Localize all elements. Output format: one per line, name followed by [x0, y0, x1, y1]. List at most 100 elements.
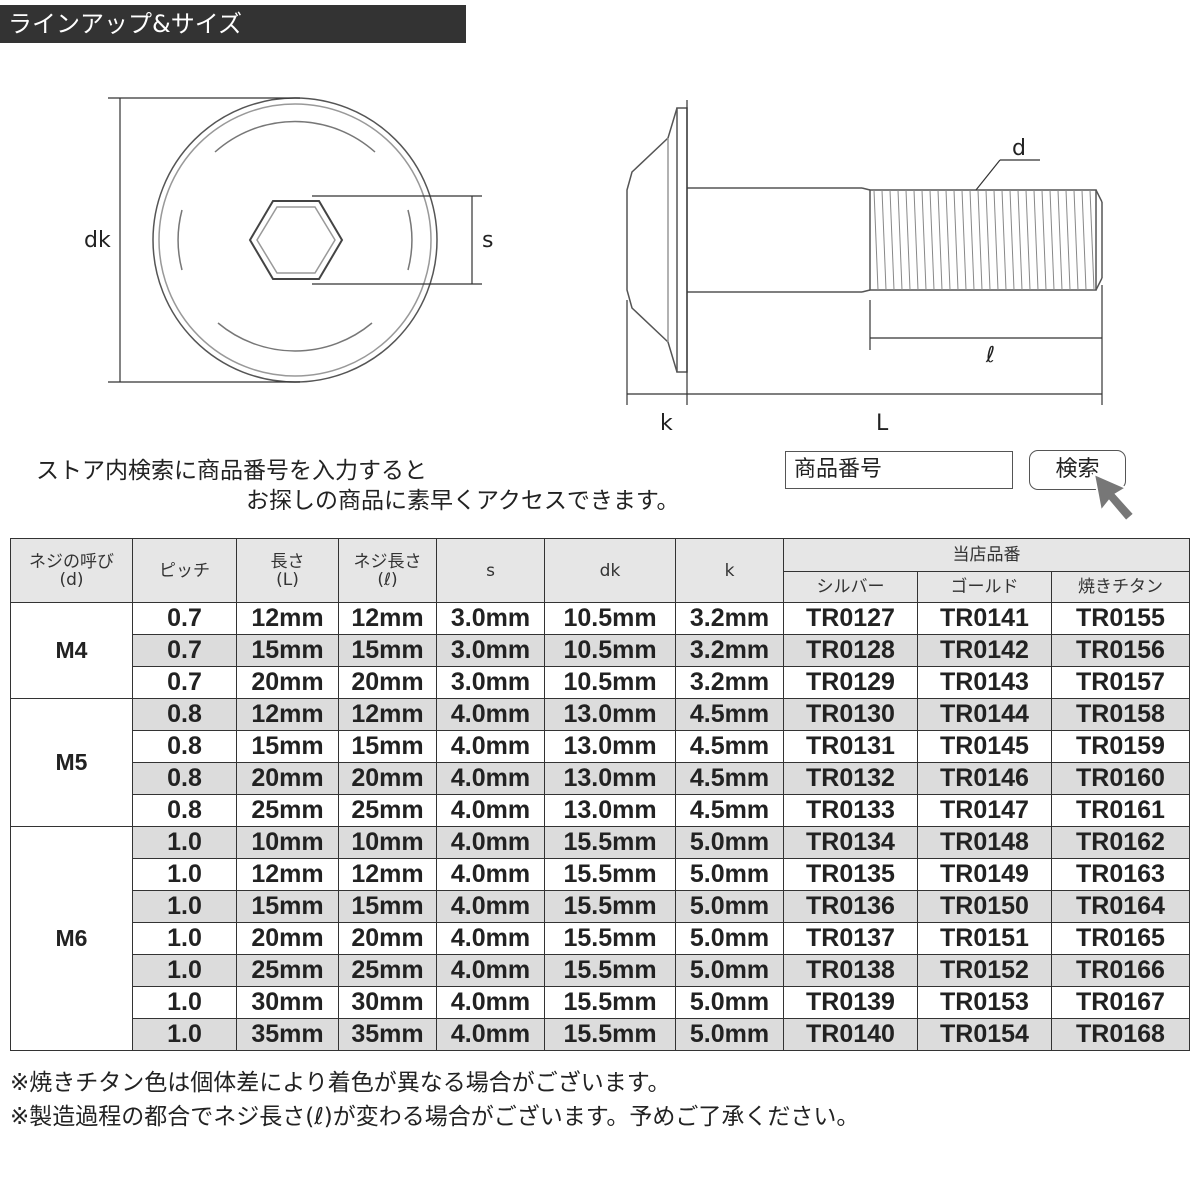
side-view-dimensions: [626, 100, 1103, 405]
dk-cell: 15.5mm: [544, 858, 676, 891]
dk-cell: 15.5mm: [544, 890, 676, 923]
silver-part-cell: TR0137: [783, 922, 918, 955]
gold-part-cell: TR0143: [917, 666, 1052, 699]
k-cell: 5.0mm: [675, 858, 784, 891]
silver-part-cell: TR0134: [783, 826, 918, 859]
gold-part-cell: TR0142: [917, 634, 1052, 667]
bolt-top-view: [152, 97, 438, 383]
k-label: k: [660, 411, 673, 436]
k-cell: 3.2mm: [675, 666, 784, 699]
dk-cell: 10.5mm: [544, 602, 676, 635]
gold-part-cell: TR0148: [917, 826, 1052, 859]
silver-part-cell: TR0139: [783, 986, 918, 1019]
header-burnt-titanium: 焼きチタン: [1051, 571, 1190, 603]
length-cell: 12mm: [236, 698, 339, 731]
gold-part-cell: TR0152: [917, 954, 1052, 987]
header-size: ネジの呼び(d): [10, 538, 133, 603]
k-cell: 5.0mm: [675, 922, 784, 955]
burnt-titanium-part-cell: TR0160: [1051, 762, 1190, 795]
header-length: 長さ(L): [236, 538, 339, 603]
lineup-table: ネジの呼び(d) ピッチ 長さ(L) ネジ長さ(ℓ) s dk k 当店品番 シ…: [10, 538, 1190, 1051]
thread-length-cell: 20mm: [338, 762, 437, 795]
gold-part-cell: TR0144: [917, 698, 1052, 731]
length-cell: 20mm: [236, 922, 339, 955]
bolt-side-view: [626, 107, 1103, 373]
size-cell: M6: [10, 826, 133, 1051]
length-cell: 15mm: [236, 730, 339, 763]
length-cell: 25mm: [236, 954, 339, 987]
burnt-titanium-part-cell: TR0167: [1051, 986, 1190, 1019]
length-cell: 12mm: [236, 602, 339, 635]
dk-cell: 10.5mm: [544, 666, 676, 699]
silver-part-cell: TR0130: [783, 698, 918, 731]
thread-length-cell: 25mm: [338, 954, 437, 987]
thread-length-cell: 15mm: [338, 634, 437, 667]
dk-cell: 10.5mm: [544, 634, 676, 667]
silver-part-cell: TR0133: [783, 794, 918, 827]
burnt-titanium-part-cell: TR0166: [1051, 954, 1190, 987]
length-cell: 30mm: [236, 986, 339, 1019]
burnt-titanium-part-cell: TR0155: [1051, 602, 1190, 635]
s-cell: 4.0mm: [436, 698, 545, 731]
k-cell: 4.5mm: [675, 762, 784, 795]
bolt-dimension-diagram: dk s: [84, 97, 1103, 436]
length-cell: 35mm: [236, 1018, 339, 1051]
thread-length-cell: 15mm: [338, 890, 437, 923]
pitch-cell: 1.0: [132, 922, 237, 955]
silver-part-cell: TR0128: [783, 634, 918, 667]
thread-length-cell: 10mm: [338, 826, 437, 859]
gold-part-cell: TR0147: [917, 794, 1052, 827]
thread-length-cell: 12mm: [338, 602, 437, 635]
s-cell: 4.0mm: [436, 826, 545, 859]
gold-part-cell: TR0154: [917, 1018, 1052, 1051]
section-title: ラインアップ&サイズ: [0, 5, 466, 43]
pitch-cell: 0.7: [132, 634, 237, 667]
s-cell: 4.0mm: [436, 954, 545, 987]
length-cell: 12mm: [236, 858, 339, 891]
pitch-cell: 0.8: [132, 730, 237, 763]
search-instructions: ストア内検索に商品番号を入力すると お探しの商品に素早くアクセスできます。: [36, 456, 680, 516]
search-button[interactable]: 検索: [1029, 450, 1126, 490]
gold-part-cell: TR0149: [917, 858, 1052, 891]
burnt-titanium-part-cell: TR0168: [1051, 1018, 1190, 1051]
burnt-titanium-part-cell: TR0161: [1051, 794, 1190, 827]
thread-length-cell: 12mm: [338, 858, 437, 891]
dk-cell: 15.5mm: [544, 954, 676, 987]
k-cell: 5.0mm: [675, 1018, 784, 1051]
search-input[interactable]: 商品番号: [785, 451, 1013, 489]
top-view-dimensions: [108, 97, 482, 383]
pitch-cell: 0.8: [132, 794, 237, 827]
L-label: L: [876, 411, 889, 436]
header-pitch: ピッチ: [132, 538, 237, 603]
note-color-variation: ※焼きチタン色は個体差により着色が異なる場合がございます。: [10, 1070, 671, 1096]
length-cell: 15mm: [236, 634, 339, 667]
silver-part-cell: TR0138: [783, 954, 918, 987]
gold-part-cell: TR0150: [917, 890, 1052, 923]
s-label: s: [482, 228, 493, 253]
size-cell: M5: [10, 698, 133, 827]
dk-cell: 13.0mm: [544, 762, 676, 795]
dk-cell: 15.5mm: [544, 986, 676, 1019]
thread-length-cell: 30mm: [338, 986, 437, 1019]
burnt-titanium-part-cell: TR0158: [1051, 698, 1190, 731]
dk-cell: 13.0mm: [544, 698, 676, 731]
burnt-titanium-part-cell: TR0156: [1051, 634, 1190, 667]
burnt-titanium-part-cell: TR0162: [1051, 826, 1190, 859]
s-cell: 3.0mm: [436, 634, 545, 667]
pitch-cell: 0.8: [132, 762, 237, 795]
pitch-cell: 0.7: [132, 666, 237, 699]
k-cell: 5.0mm: [675, 986, 784, 1019]
dk-cell: 13.0mm: [544, 794, 676, 827]
search-instructions-line1: ストア内検索に商品番号を入力すると: [36, 458, 427, 484]
silver-part-cell: TR0129: [783, 666, 918, 699]
gold-part-cell: TR0141: [917, 602, 1052, 635]
